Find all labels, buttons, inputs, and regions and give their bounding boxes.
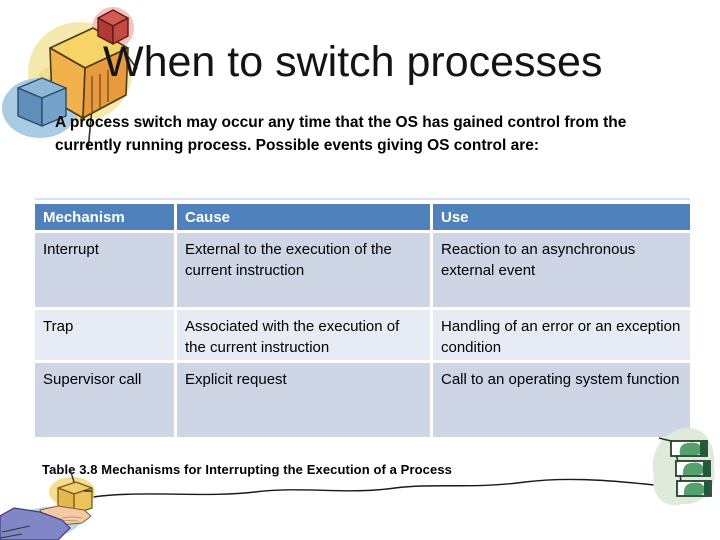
intro-text: A process switch may occur any time that… bbox=[55, 114, 627, 155]
column-header-mechanism: Mechanism bbox=[35, 204, 174, 230]
table-cell: Explicit request bbox=[177, 363, 430, 437]
column-header-cause: Cause bbox=[177, 204, 430, 230]
table-cell: Reaction to an asynchronous external eve… bbox=[433, 233, 690, 307]
table-cell: Supervisor call bbox=[35, 363, 174, 437]
hand-holding-box-clipart-icon bbox=[0, 468, 95, 540]
wavy-line-icon bbox=[92, 478, 679, 498]
table-top-border bbox=[35, 198, 690, 200]
slide-title: When to switch processes bbox=[103, 38, 603, 86]
column-header-use: Use bbox=[433, 204, 690, 230]
green-stack-clipart-icon bbox=[652, 427, 715, 506]
table-cell: Trap bbox=[35, 310, 174, 360]
table-cell: Associated with the execution of the cur… bbox=[177, 310, 430, 360]
table-cell: Handling of an error or an exception con… bbox=[433, 310, 690, 360]
table-cell: External to the execution of the current… bbox=[177, 233, 430, 307]
box-network-clipart-icon bbox=[2, 7, 138, 151]
table-cell: Call to an operating system function bbox=[433, 363, 690, 437]
table-caption: Table 3.8 Mechanisms for Interrupting th… bbox=[42, 462, 452, 477]
mechanism-table: Mechanism Cause Use Interrupt External t… bbox=[35, 204, 690, 437]
table-cell: Interrupt bbox=[35, 233, 174, 307]
